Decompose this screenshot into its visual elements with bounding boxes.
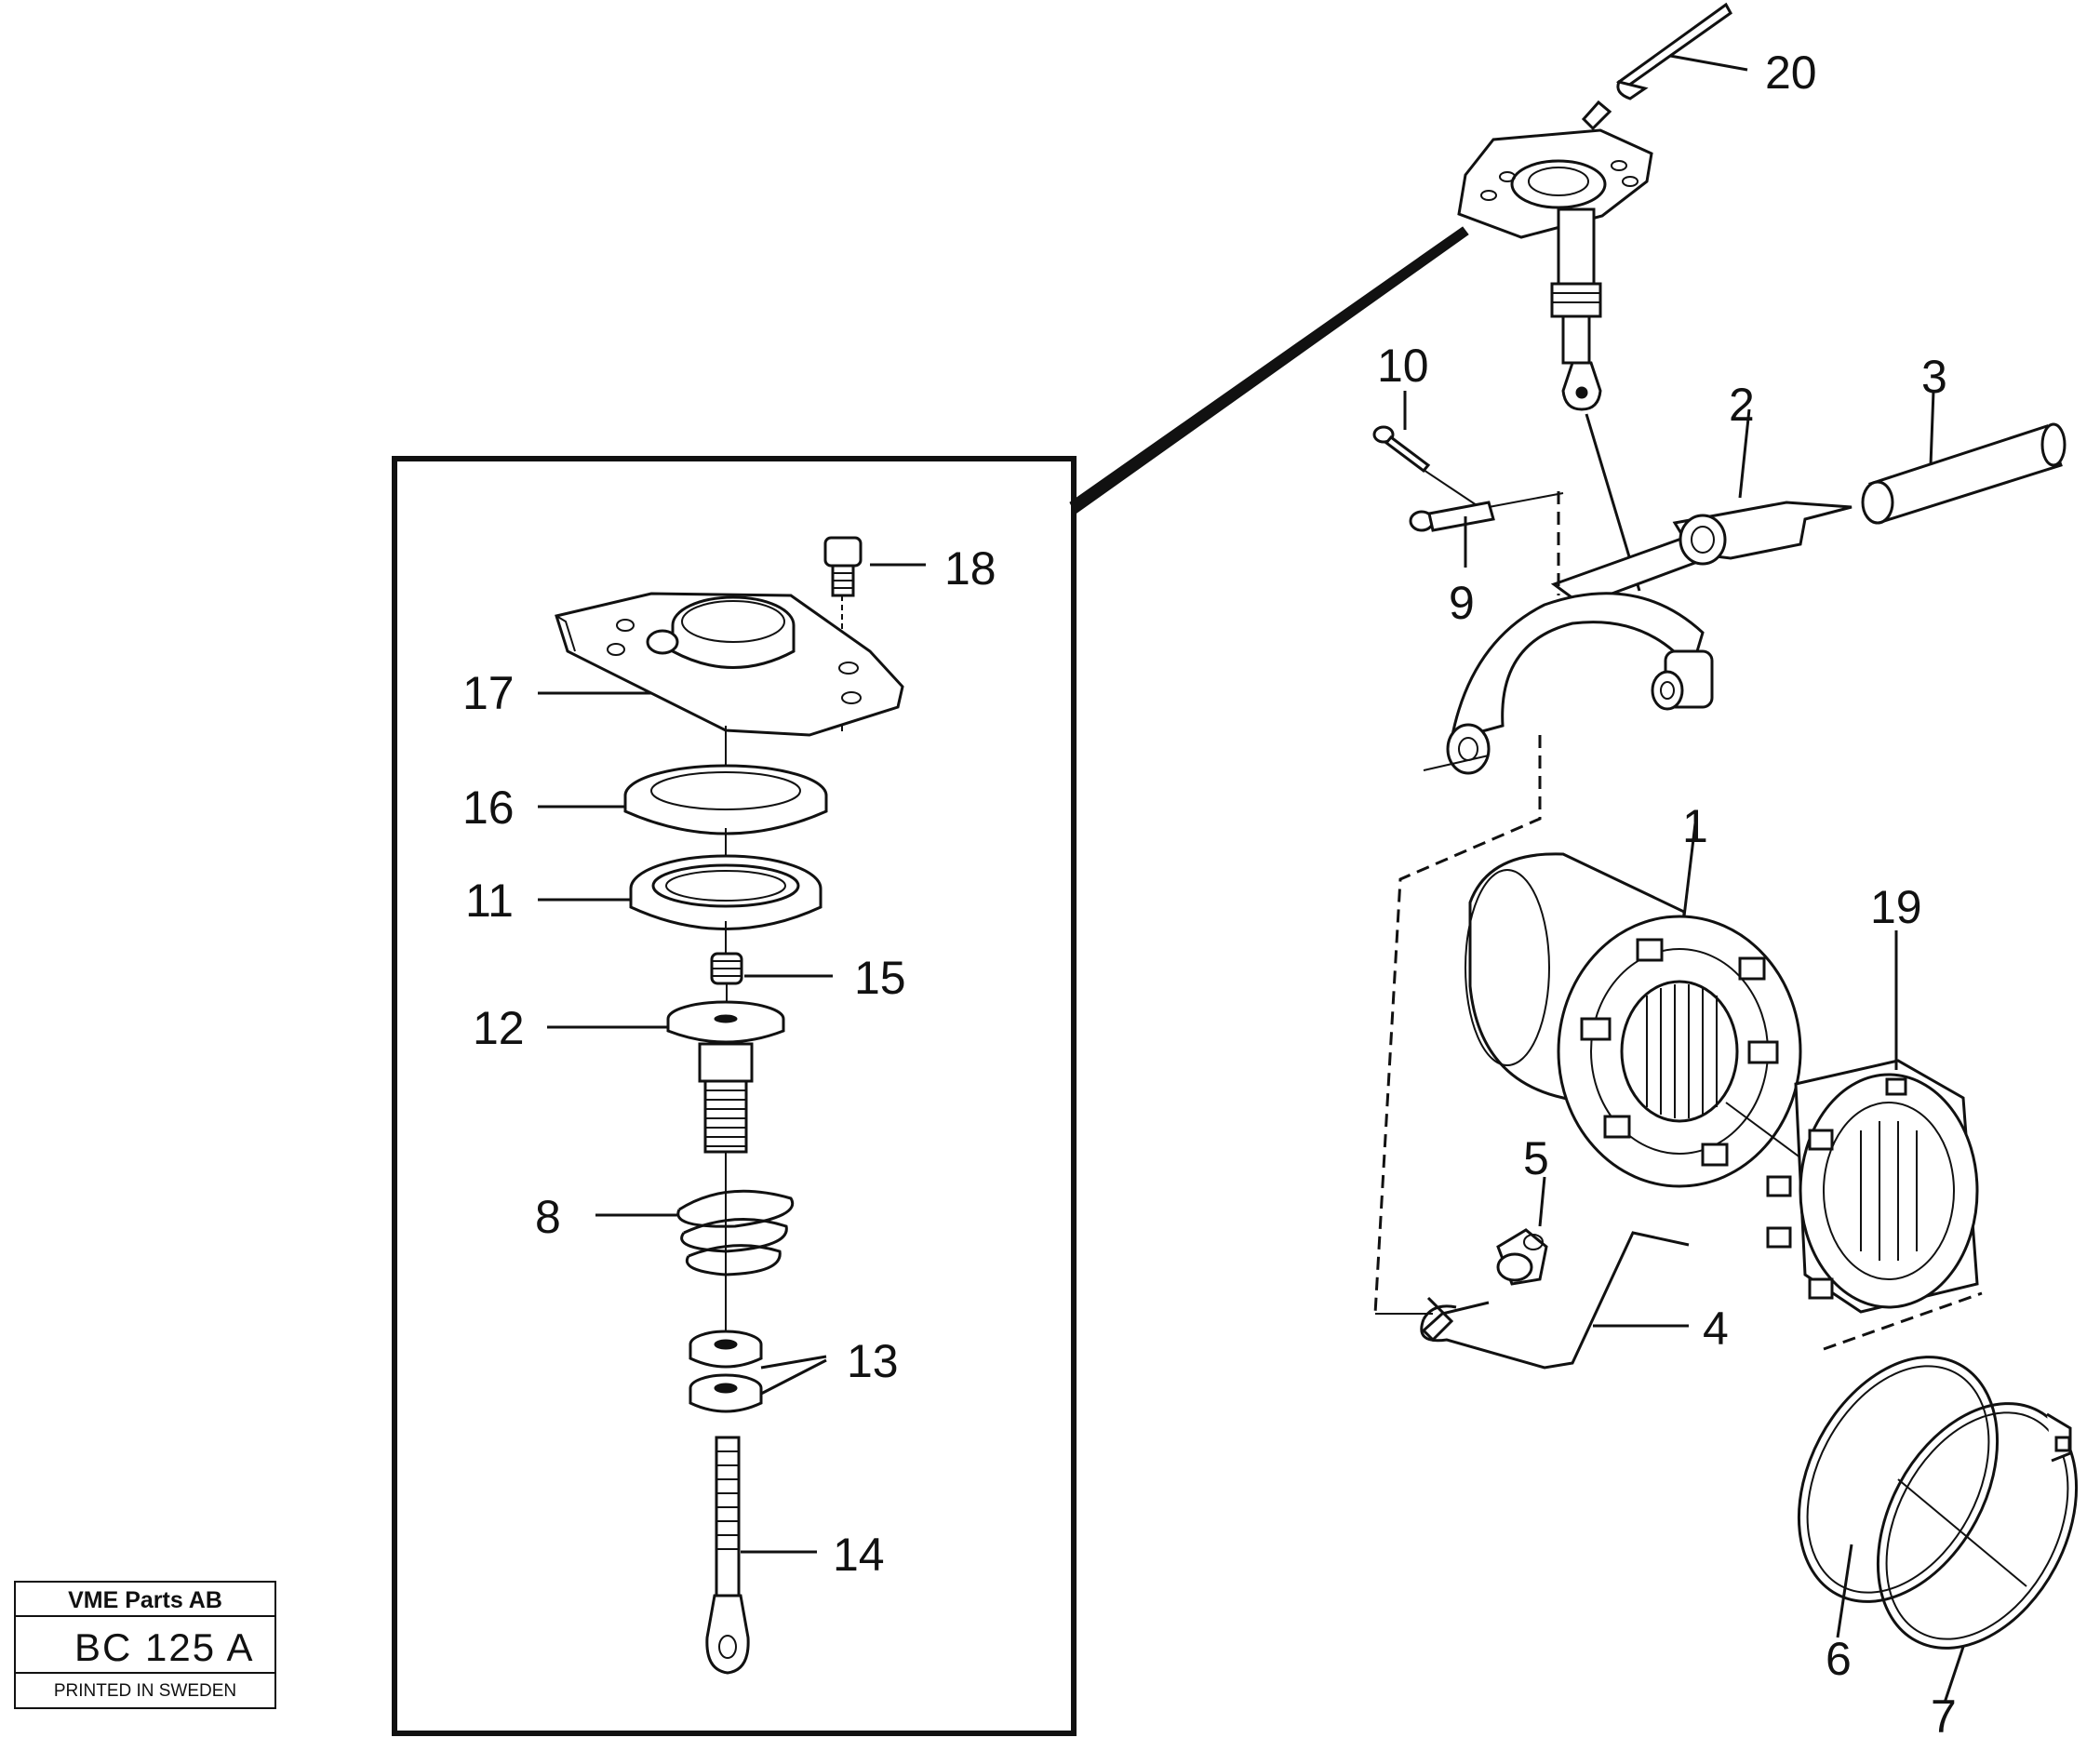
- part-12-stud: [547, 1000, 785, 1340]
- callout-7: 7: [1931, 1691, 1957, 1743]
- part-19-clutch-ring: [1766, 930, 1983, 1351]
- part-4-spring-wire: [1420, 1231, 1690, 1370]
- part-15-bushing: [710, 952, 833, 1005]
- part-16-seal: [538, 764, 828, 856]
- part-5-lock-screw: [1496, 1176, 1548, 1286]
- part-10-split-pin: [1372, 391, 1480, 508]
- stamp-printed: PRINTED IN SWEDEN: [54, 1681, 236, 1701]
- part-3-shaft: [1861, 390, 2067, 525]
- part-20-cable-housing: [1457, 2, 1748, 592]
- stamp-company: VME Parts AB: [68, 1587, 222, 1613]
- detail-inset: [392, 226, 1469, 1736]
- callout-19: 19: [1870, 881, 1922, 933]
- stamp-code: BC 125 A: [74, 1625, 254, 1669]
- publisher-stamp: VME Parts AB BC 125 A PRINTED IN SWEDEN: [14, 1581, 276, 1709]
- callout-1: 1: [1682, 800, 1708, 852]
- callout-16: 16: [462, 782, 515, 834]
- callout-10: 10: [1377, 340, 1429, 392]
- part-14-eye-bolt: [705, 1436, 817, 1675]
- callout-14: 14: [833, 1529, 885, 1581]
- callout-20: 20: [1765, 47, 1817, 99]
- part-9-pin: [1409, 492, 1564, 568]
- callout-9: 9: [1449, 577, 1475, 629]
- part-17-cover-plate: [538, 592, 904, 768]
- callout-11: 11: [465, 875, 514, 927]
- callout-8: 8: [535, 1191, 561, 1243]
- part-11-bearing-ring: [538, 854, 823, 954]
- part-7-retaining-ring: [1876, 1402, 2079, 1704]
- part-8-spring: [595, 1189, 795, 1276]
- callout-4: 4: [1703, 1303, 1729, 1355]
- callout-3: 3: [1921, 351, 1947, 403]
- part-6-circlip: [1797, 1356, 2000, 1638]
- callout-12: 12: [473, 1002, 525, 1054]
- callout-18: 18: [944, 542, 996, 595]
- callout-17: 17: [462, 667, 515, 719]
- shift-fork: [1373, 491, 1714, 1315]
- part-2-lever: [1550, 408, 1853, 607]
- callout-5: 5: [1523, 1132, 1549, 1184]
- callout-2: 2: [1729, 379, 1755, 431]
- part-13-nuts: [689, 1330, 827, 1413]
- part-1-sleeve: [1465, 822, 1853, 1196]
- callout-15: 15: [854, 952, 906, 1004]
- callout-13: 13: [847, 1335, 899, 1387]
- callout-6: 6: [1826, 1633, 1852, 1685]
